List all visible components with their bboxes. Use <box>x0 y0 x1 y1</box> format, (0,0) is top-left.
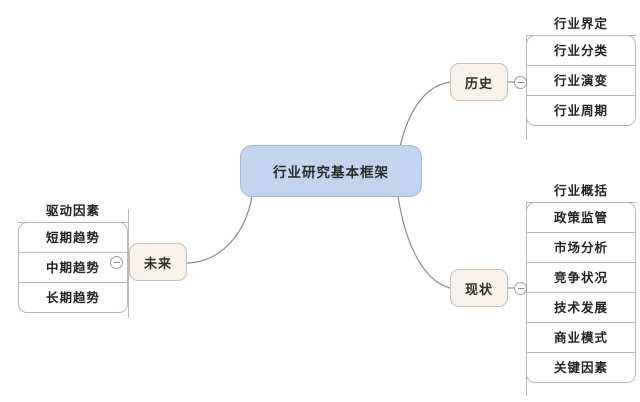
leaf-node-label: 行业分类 <box>553 43 608 58</box>
leaf-node[interactable]: 短期趋势 <box>18 222 128 253</box>
leaf-node[interactable]: 行业演变 <box>526 65 636 96</box>
leaf-node[interactable]: 行业周期 <box>526 95 636 126</box>
leaf-node-label: 行业界定 <box>553 15 608 31</box>
minus-circle-icon-future[interactable] <box>110 255 123 269</box>
leaf-node-label: 短期趋势 <box>45 230 100 245</box>
leaf-node-label: 驱动因素 <box>45 202 100 218</box>
leaf-node-label: 关键因素 <box>553 360 608 375</box>
connector-root-to-current <box>397 195 451 289</box>
connector-root-to-future <box>186 195 253 264</box>
leaf-stack-future: 驱动因素 短期趋势 中期趋势 长期趋势 <box>18 192 128 313</box>
branch-node-history-label: 历史 <box>464 76 493 92</box>
branch-node-current[interactable]: 现状 <box>450 269 508 307</box>
root-node-label: 行业研究基本框架 <box>273 165 389 181</box>
leaf-node-label: 商业模式 <box>553 330 608 345</box>
leaf-node[interactable]: 市场分析 <box>526 232 636 263</box>
leaf-node-label: 竞争状况 <box>553 270 608 285</box>
leaf-node[interactable]: 商业模式 <box>526 322 636 353</box>
leaf-node-label: 技术发展 <box>553 300 608 315</box>
leaf-node-label: 政策监管 <box>553 210 608 225</box>
leaf-node[interactable]: 行业分类 <box>526 35 636 66</box>
leaf-node-label: 中期趋势 <box>45 260 100 275</box>
leaf-node-label: 市场分析 <box>553 240 608 255</box>
leaf-node-label: 行业周期 <box>553 103 608 118</box>
leaf-node[interactable]: 政策监管 <box>526 202 636 233</box>
connector-root-to-history <box>399 81 451 148</box>
leaf-node[interactable]: 长期趋势 <box>18 282 128 313</box>
leaf-node[interactable]: 行业概括 <box>526 172 636 203</box>
minus-circle-icon-history[interactable] <box>514 75 527 89</box>
branch-node-future[interactable]: 未来 <box>129 243 187 281</box>
root-node[interactable]: 行业研究基本框架 <box>240 145 422 197</box>
leaf-node[interactable]: 关键因素 <box>526 352 636 383</box>
leaf-stack-history: 行业界定 行业分类 行业演变 行业周期 <box>526 5 636 126</box>
leaf-node-label: 行业概括 <box>553 182 608 198</box>
leaf-node[interactable]: 中期趋势 <box>18 252 128 283</box>
leaf-node[interactable]: 技术发展 <box>526 292 636 323</box>
branch-node-current-label: 现状 <box>464 282 493 298</box>
minus-circle-icon-current[interactable] <box>514 281 527 295</box>
leaf-node-label: 长期趋势 <box>45 290 100 305</box>
branch-node-history[interactable]: 历史 <box>450 63 508 101</box>
leaf-node[interactable]: 驱动因素 <box>18 192 128 223</box>
branch-node-future-label: 未来 <box>143 256 172 272</box>
leaf-node-label: 行业演变 <box>553 73 608 88</box>
leaf-node[interactable]: 竞争状况 <box>526 262 636 293</box>
leaf-stack-current: 行业概括 政策监管 市场分析 竞争状况 技术发展 商业模式 关键因素 <box>526 172 636 383</box>
leaf-node[interactable]: 行业界定 <box>526 5 636 36</box>
